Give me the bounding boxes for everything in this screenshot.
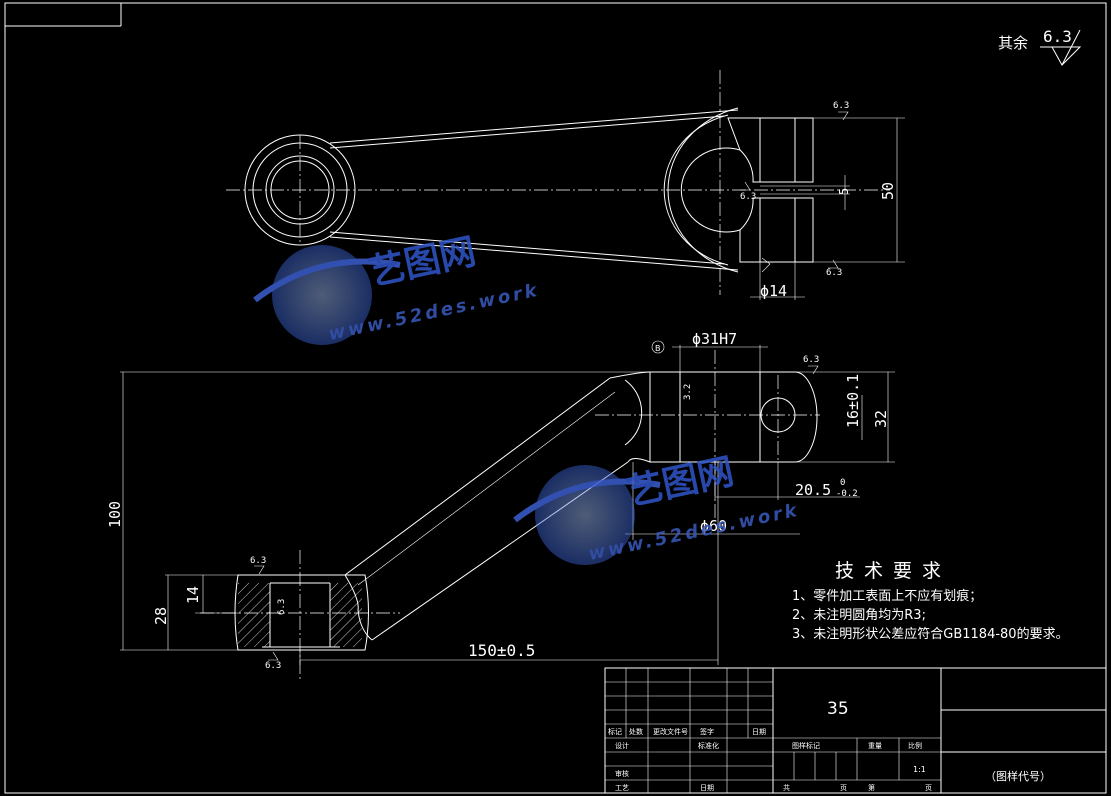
watermark-logo: 艺图网 www.52des.work	[253, 231, 541, 345]
dim-bore: ϕ31H7	[692, 330, 737, 348]
tb-row-label: 工艺	[615, 784, 629, 792]
title-block: 标记 处数 更改文件号 签字 日期 设计 标准化 审核 工艺 日期 35 图样标…	[604, 667, 1107, 794]
watermark-brand: 艺图网	[365, 231, 479, 294]
tb-sheet-label: 共	[783, 783, 790, 792]
sheet-border	[4, 2, 1107, 794]
dim-horizontal-length: 150±0.5	[468, 641, 535, 660]
material: 35	[827, 699, 849, 719]
tb-stage-label: 重量	[868, 742, 882, 750]
dim-left-inner: 14	[184, 586, 202, 604]
roughness-mark: 6.3	[265, 661, 281, 671]
scale: 1:1	[913, 765, 926, 774]
top-view: 50 5 ϕ14 6.3 6.3 6.3	[226, 70, 905, 300]
dim-boss-dia: ϕ60	[700, 517, 727, 535]
tb-row-label: 日期	[700, 784, 714, 792]
tb-header: 日期	[752, 728, 766, 736]
tb-sheet-label: 第	[868, 783, 875, 792]
roughness-mark: 6.3	[740, 192, 756, 202]
tb-stage-label: 比例	[908, 741, 922, 750]
datum-label: B	[655, 344, 661, 353]
tech-item: 1、零件加工表面上不应有划痕；	[792, 588, 982, 604]
tb-header: 签字	[700, 727, 714, 736]
tb-header: 标记	[608, 727, 622, 736]
roughness-mark: 6.3	[803, 355, 819, 365]
watermark-logo: 艺图网 www.52des.work	[513, 451, 801, 565]
tb-row-label: 标准化	[698, 741, 719, 750]
tb-header: 更改文件号	[653, 727, 688, 736]
roughness-mark: 6.3	[833, 101, 849, 111]
dim-small-hole: 16±0.1	[844, 374, 862, 428]
dim-offset-lower: -0.2	[836, 489, 858, 499]
tb-header: 处数	[629, 727, 643, 736]
tb-sheet-label: 页	[925, 784, 932, 792]
dim-right-height: 32	[872, 410, 890, 428]
dim-total-height: 100	[106, 501, 124, 528]
tb-row-label: 审核	[615, 769, 629, 778]
tech-item: 3、未注明形状公差应符合GB1184-80的要求。	[792, 626, 1069, 642]
watermark-brand: 艺图网	[623, 451, 737, 514]
tech-title: 技术要求	[835, 560, 951, 582]
front-view: ϕ31H7 B 32 16±0.1 6.3 3.2 20.5 0 -0.2 ϕ6…	[106, 330, 895, 680]
dim-top-height: 50	[879, 182, 897, 200]
dim-offset: 20.5	[795, 481, 831, 499]
dim-offset-upper: 0	[840, 478, 845, 488]
roughness-mark: 3.2	[683, 384, 693, 400]
roughness-value: 6.3	[1043, 27, 1072, 46]
roughness-mark: 6.3	[826, 268, 842, 278]
drawing-code: （图样代号）	[985, 769, 1051, 783]
tb-stage-label: 图样标记	[792, 741, 820, 750]
general-roughness-note: 其余 6.3	[998, 27, 1082, 66]
tb-row-label: 设计	[615, 741, 629, 750]
tb-sheet-label: 页	[840, 784, 847, 792]
dim-left-height: 28	[152, 607, 170, 625]
roughness-mark: 6.3	[277, 599, 287, 615]
roughness-prefix: 其余	[998, 34, 1028, 52]
tech-item: 2、未注明圆角均为R3;	[792, 608, 926, 623]
dim-top-slot: 5	[837, 188, 851, 195]
tech-requirements: 技术要求 1、零件加工表面上不应有划痕； 2、未注明圆角均为R3; 3、未注明形…	[792, 560, 1069, 642]
roughness-mark: 6.3	[250, 556, 266, 566]
dim-top-hole: ϕ14	[760, 282, 787, 300]
